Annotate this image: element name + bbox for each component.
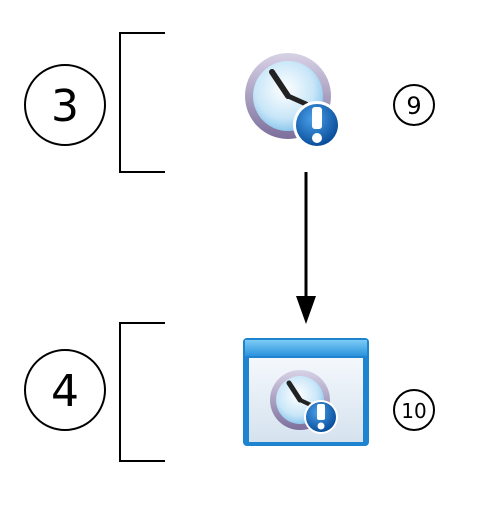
- alert-clock-icon: [245, 53, 341, 149]
- step-3: 3 9: [24, 32, 435, 173]
- step-4: 4 10: [24, 322, 435, 462]
- bracket: [119, 322, 165, 462]
- step-number-circle: [24, 64, 106, 146]
- step-number: 4: [51, 366, 79, 417]
- callout-number: 10: [401, 399, 426, 423]
- flow-arrow: [296, 172, 316, 324]
- callout-circle: [393, 389, 435, 431]
- step-number-circle: [24, 349, 106, 431]
- alert-window-icon: [243, 338, 369, 446]
- callout-number: 9: [406, 92, 421, 120]
- callout-circle: [393, 84, 435, 126]
- bracket: [119, 32, 165, 173]
- step-number: 3: [51, 81, 79, 132]
